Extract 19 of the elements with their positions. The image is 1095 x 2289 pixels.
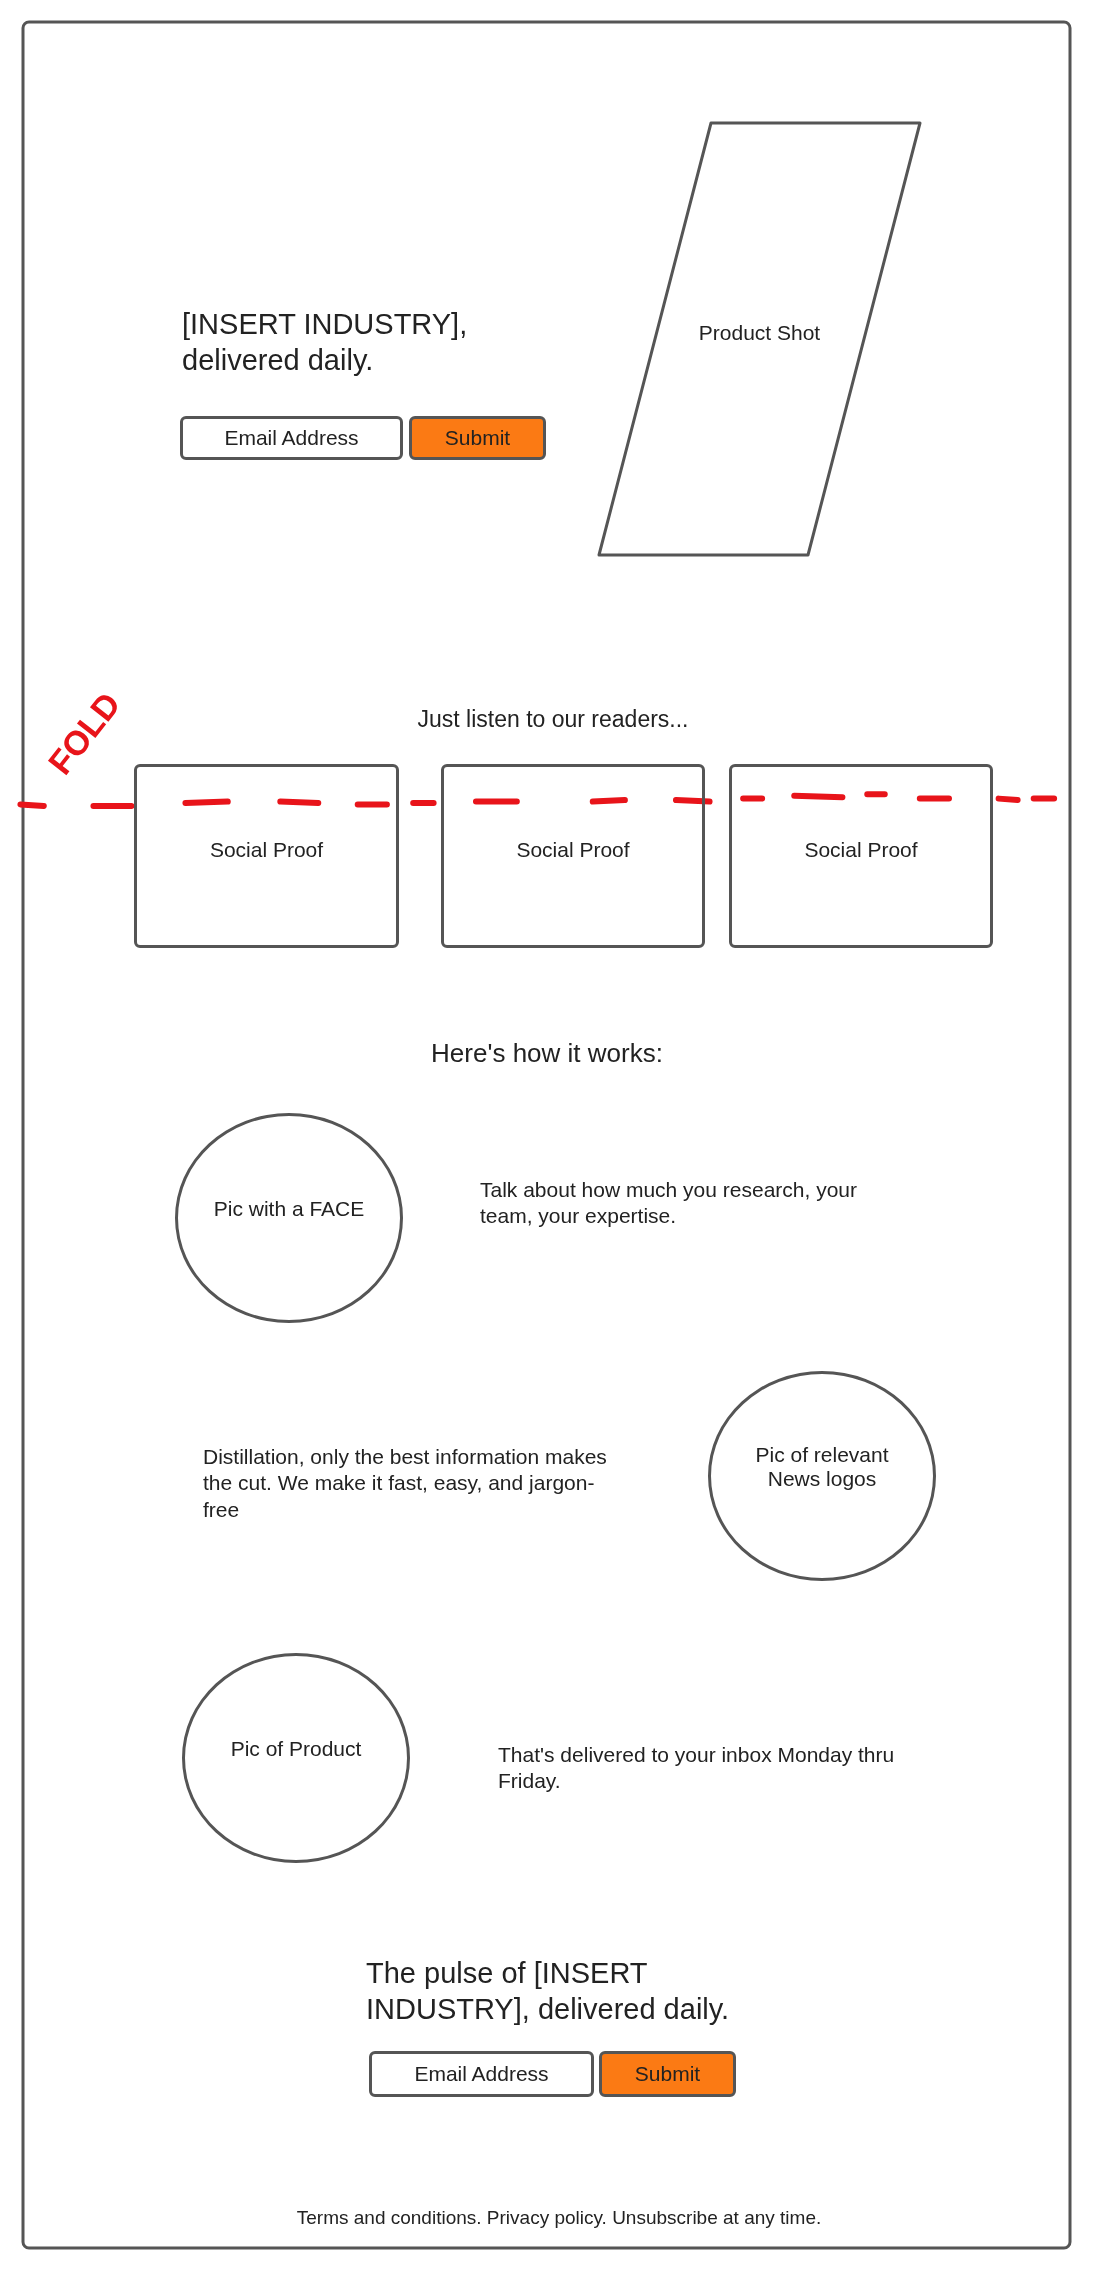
- submit-button: Submit: [409, 416, 546, 460]
- image-placeholder-circle: Pic of relevant News logos: [708, 1371, 936, 1581]
- image-placeholder-circle: Pic with a FACE: [175, 1113, 403, 1323]
- submit-button: Submit: [599, 2051, 736, 2097]
- image-placeholder-circle: Pic of Product: [182, 1653, 410, 1863]
- footer-text: Terms and conditions. Privacy policy. Unsubscribe at any time.: [295, 2206, 823, 2230]
- email-input-field: Email Address: [180, 416, 403, 460]
- social-proof-card: Social Proof: [441, 764, 705, 948]
- feature-text: Talk about how much you research, your team, your expertise.: [480, 1177, 859, 1230]
- section-heading: Just listen to our readers...: [416, 705, 690, 734]
- email-input-field: Email Address: [369, 2051, 594, 2097]
- social-proof-card: Social Proof: [729, 764, 993, 948]
- feature-text: Distillation, only the best information makes the cut. We make it fast, easy, and jargon-free: [203, 1444, 608, 1523]
- section-heading: Here's how it works:: [430, 1037, 664, 1070]
- headline: [INSERT INDUSTRY], delivered daily.: [182, 307, 469, 379]
- product-shot-parallelogram: Product Shot: [596, 120, 923, 558]
- feature-text: That's delivered to your inbox Monday thru Friday.: [498, 1742, 896, 1795]
- social-proof-card: Social Proof: [134, 764, 399, 948]
- closing-headline: The pulse of [INSERT INDUSTRY], delivered daily.: [366, 1956, 731, 2028]
